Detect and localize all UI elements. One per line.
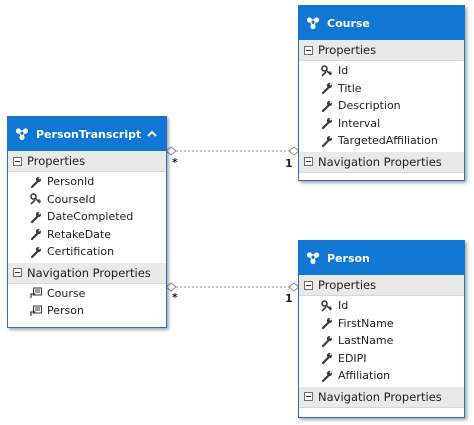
property-name: TargetedAffiliation [338,134,438,148]
wrench-icon [30,176,42,188]
wrench-icon [321,317,333,329]
person-navigation-header[interactable]: Navigation Properties [299,386,464,408]
navigation-properties-label: Navigation Properties [318,389,442,404]
collapse-toggle-icon[interactable] [304,280,313,290]
entity-type-icon [14,126,30,142]
navigation-name: Person [47,304,84,318]
property-name: Id [338,299,349,313]
property-item[interactable]: RetakeDate [8,226,166,244]
property-item[interactable]: Interval [299,115,464,133]
property-item[interactable]: DateCompleted [8,208,166,226]
properties-label: Properties [27,154,86,168]
course-properties-section: Properties Id Title Description Interval… [299,40,464,152]
person-properties-section: Properties Id FirstName LastName EDIPI A… [299,275,464,387]
entity-person-header[interactable]: Person [299,241,464,275]
entity-course[interactable]: Course Properties Id Title Description I… [298,5,465,181]
key-icon [321,65,333,77]
property-name: LastName [338,334,394,348]
wrench-icon [321,82,333,94]
wrench-icon [321,352,333,364]
property-item[interactable]: Title [299,80,464,98]
property-item[interactable]: Id [299,62,464,80]
entity-person-transcript[interactable]: PersonTranscript Properties PersonId Cou… [7,116,167,328]
wrench-icon [321,370,333,382]
property-name: Interval [338,116,381,130]
property-name: Id [338,64,349,78]
navigation-item[interactable]: Person [8,302,166,320]
diamond-end-transcript-person-left [165,282,177,292]
property-item[interactable]: Id [299,297,464,315]
person-navigation-section: Navigation Properties [299,386,464,408]
multiplicity-transcript-course-many: * [172,156,178,169]
property-name: CourseId [47,192,96,206]
course-navigation-header[interactable]: Navigation Properties [299,151,464,173]
entity-course-title: Course [327,16,370,30]
wrench-icon [321,100,333,112]
collapse-toggle-icon[interactable] [13,268,22,277]
property-name: Affiliation [338,369,391,383]
property-name: EDIPI [338,351,367,365]
person-properties-header[interactable]: Properties [299,275,464,296]
property-name: FirstName [338,316,394,330]
property-item[interactable]: FirstName [299,315,464,333]
entity-person[interactable]: Person Properties Id FirstName LastName … [298,240,465,418]
collapse-toggle-icon[interactable] [304,157,313,166]
property-item[interactable]: CourseId [8,191,166,209]
key-icon [321,300,333,312]
property-item[interactable]: EDIPI [299,350,464,368]
wrench-icon [321,117,333,129]
property-name: Certification [47,245,115,259]
navigation-properties-label: Navigation Properties [27,265,151,280]
entity-type-icon [305,250,321,266]
entity-person-title: Person [327,251,370,265]
chevron-up-icon[interactable] [146,128,158,140]
transcript-properties-header[interactable]: Properties [8,151,166,172]
property-name: DateCompleted [47,210,134,224]
property-item[interactable]: TargetedAffiliation [299,132,464,150]
navigation-property-icon [30,305,42,317]
collapse-toggle-icon[interactable] [304,45,313,55]
entity-person-transcript-header[interactable]: PersonTranscript [8,117,166,151]
association-transcript-course[interactable] [165,146,300,156]
wrench-icon [30,211,42,223]
property-name: Description [338,99,401,113]
wrench-icon [30,228,42,240]
property-name: PersonId [47,175,95,189]
multiplicity-transcript-person-one: 1 [285,292,293,305]
navigation-item[interactable]: Course [8,285,166,303]
transcript-navigation-section: Navigation Properties Course Person [8,262,166,322]
transcript-navigation-header[interactable]: Navigation Properties [8,262,166,284]
multiplicity-transcript-person-many: * [172,291,178,304]
wrench-icon [321,135,333,147]
multiplicity-transcript-course-one: 1 [285,157,293,170]
property-item[interactable]: Description [299,97,464,115]
course-properties-header[interactable]: Properties [299,40,464,61]
entity-type-icon [305,15,321,31]
navigation-property-icon [30,287,42,299]
collapse-toggle-icon[interactable] [13,156,22,166]
key-icon [30,193,42,205]
course-navigation-section: Navigation Properties [299,151,464,173]
property-item[interactable]: LastName [299,332,464,350]
property-item[interactable]: Certification [8,243,166,261]
properties-label: Properties [318,43,377,57]
property-item[interactable]: Affiliation [299,367,464,385]
property-item[interactable]: PersonId [8,173,166,191]
diamond-end-transcript-course-left [165,146,177,156]
collapse-toggle-icon[interactable] [304,392,313,401]
navigation-name: Course [47,286,86,300]
transcript-properties-section: Properties PersonId CourseId DateComplet… [8,151,166,263]
association-transcript-person[interactable] [165,282,300,292]
wrench-icon [321,335,333,347]
navigation-properties-label: Navigation Properties [318,154,442,169]
property-name: Title [338,81,362,95]
property-name: RetakeDate [47,227,112,241]
entity-course-header[interactable]: Course [299,6,464,40]
properties-label: Properties [318,278,377,292]
entity-person-transcript-title: PersonTranscript [36,127,142,141]
wrench-icon [30,246,42,258]
